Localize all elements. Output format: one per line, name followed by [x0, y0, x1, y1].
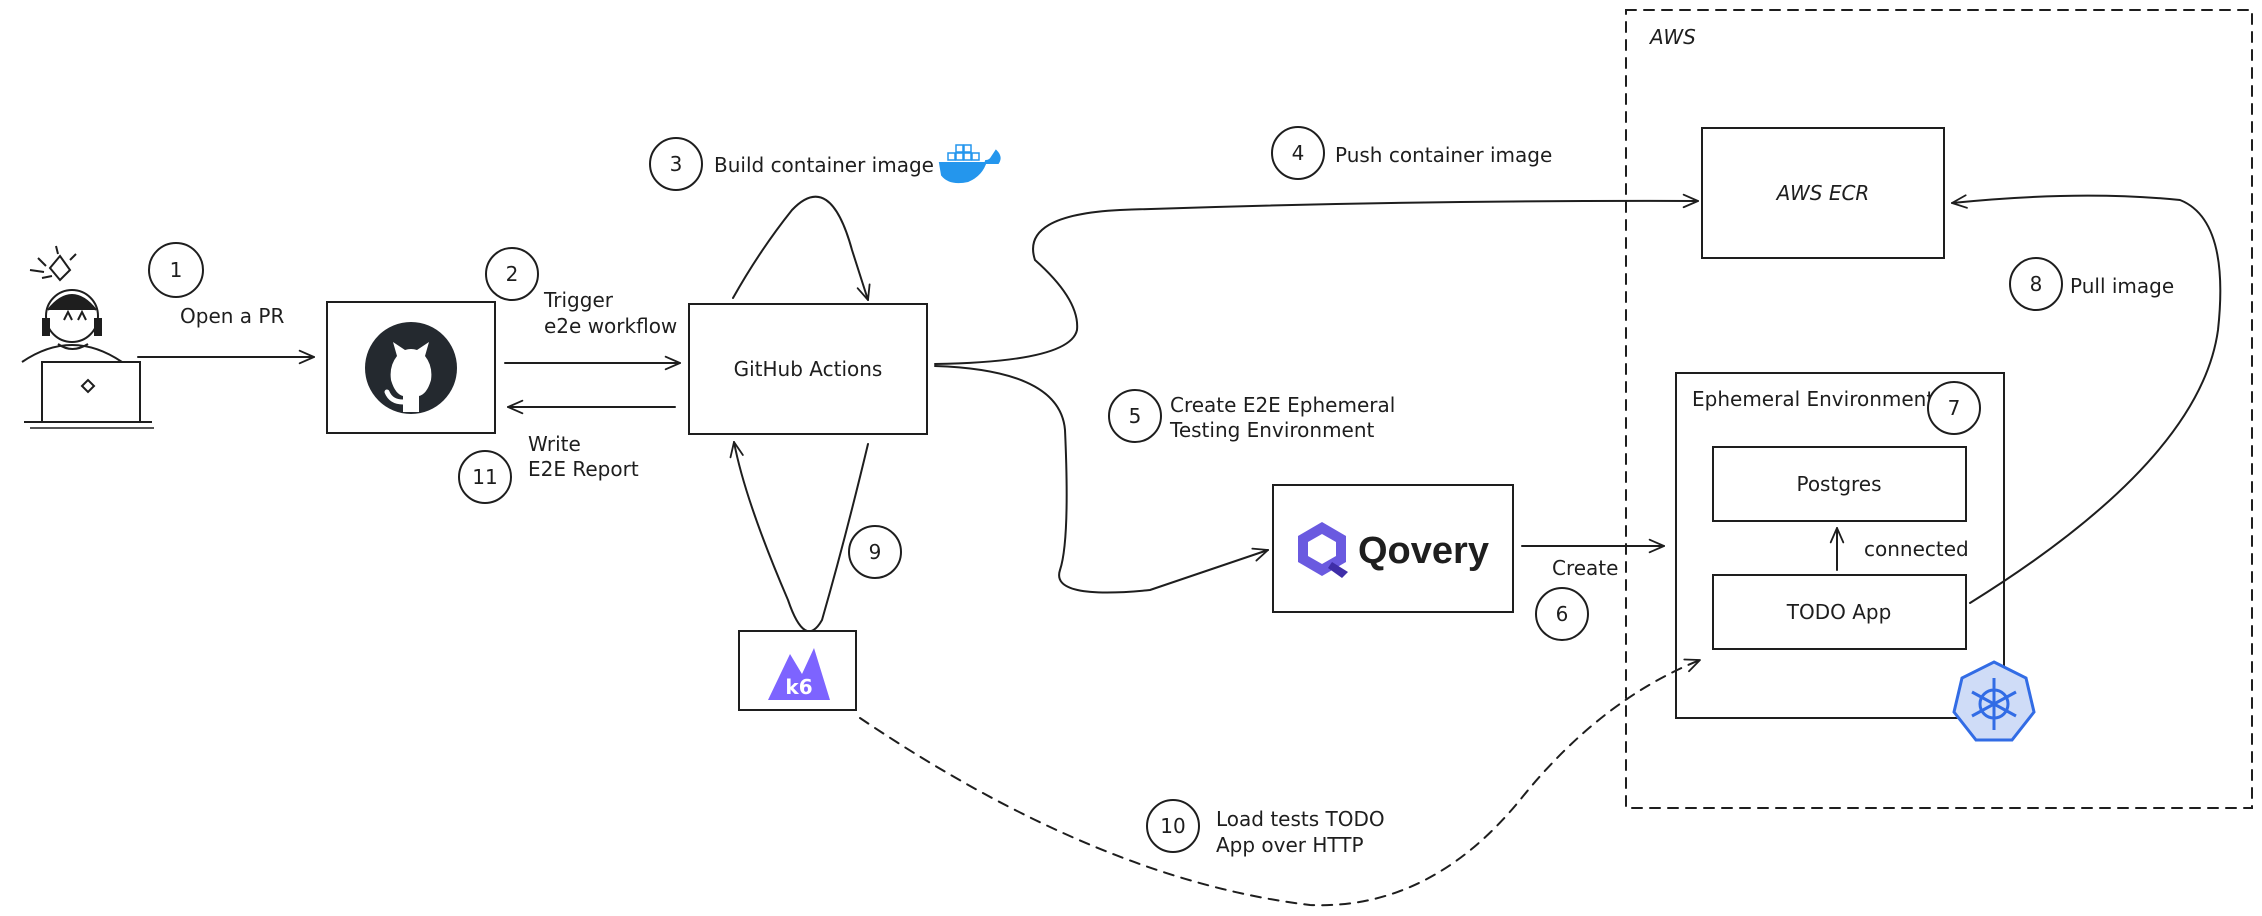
- step-2-label-line2: e2e workflow: [544, 314, 677, 338]
- step-4-circle: [1271, 126, 1325, 180]
- step-3-number: 3: [670, 152, 683, 176]
- step-3-circle: [649, 137, 703, 191]
- arrow-todo-to-ecr: [1951, 194, 2222, 604]
- github-icon: [365, 322, 457, 414]
- step-10-circle: [1146, 799, 1200, 853]
- step-10-label-line2: App over HTTP: [1216, 833, 1364, 857]
- step-5-label-line2: Testing Environment: [1169, 418, 1375, 442]
- ephemeral-env-label: Ephemeral Environment: [1692, 387, 1934, 411]
- step-10-number: 10: [1160, 814, 1185, 838]
- arrow-actions-to-qovery: [934, 365, 1269, 594]
- qovery-logo-icon: [1298, 522, 1348, 578]
- step-1-label: Open a PR: [180, 304, 284, 328]
- todo-app-box: [1712, 574, 1967, 650]
- step-7-number: 7: [1948, 396, 1961, 420]
- step-4-number: 4: [1292, 141, 1305, 165]
- step-4-label: Push container image: [1335, 143, 1552, 167]
- postgres-label: Postgres: [1796, 472, 1881, 496]
- arrow-k6-to-todo: [859, 658, 1701, 907]
- step-8-label: Pull image: [2070, 274, 2174, 298]
- step-11-circle: [458, 450, 512, 504]
- step-8-circle: [2009, 257, 2063, 311]
- step-2-label-line1: Trigger: [543, 288, 614, 312]
- kubernetes-icon: [1952, 660, 2036, 742]
- todo-app-label: TODO App: [1786, 600, 1892, 624]
- step-8-number: 8: [2030, 272, 2043, 296]
- step-1-circle: [148, 242, 204, 298]
- developer-icon: [21, 245, 154, 429]
- step-11-label-line2: E2E Report: [528, 457, 639, 481]
- connection-label: connected: [1864, 537, 1969, 561]
- qovery-label: Qovery: [1358, 530, 1489, 572]
- docker-icon: [938, 144, 1001, 184]
- k6-logo-icon: k6: [768, 648, 830, 700]
- step-11-number: 11: [472, 465, 497, 489]
- step-7-circle: [1927, 381, 1981, 435]
- aws-ecr-label: AWS ECR: [1775, 181, 1870, 205]
- github-actions-box: [688, 303, 928, 435]
- step-3-label: Build container image: [714, 153, 934, 177]
- step-5-circle: [1108, 389, 1162, 443]
- step-6-number: 6: [1556, 602, 1569, 626]
- step-6-label: Create: [1552, 556, 1618, 580]
- step-9-circle: [848, 525, 902, 579]
- arrow-k6-to-actions: [729, 441, 869, 633]
- arrow-actions-to-ecr: [934, 193, 1699, 365]
- postgres-box: [1712, 446, 1967, 522]
- step-11-label-line1: Write: [528, 432, 581, 456]
- step-5-label-line1: Create E2E Ephemeral: [1170, 393, 1395, 417]
- step-9-number: 9: [869, 540, 882, 564]
- step-2-number: 2: [506, 262, 519, 286]
- step-2-circle: [485, 247, 539, 301]
- arrow-build-loop: [732, 195, 871, 301]
- aws-ecr-box: [1701, 127, 1945, 259]
- github-actions-label: GitHub Actions: [734, 357, 883, 381]
- step-1-number: 1: [170, 258, 183, 282]
- aws-region: [1625, 9, 2253, 809]
- aws-region-label: AWS: [1648, 25, 1696, 49]
- step-10-label-line1: Load tests TODO: [1216, 807, 1385, 831]
- k6-label: k6: [785, 675, 812, 699]
- step-6-circle: [1535, 587, 1589, 641]
- step-5-number: 5: [1129, 404, 1142, 428]
